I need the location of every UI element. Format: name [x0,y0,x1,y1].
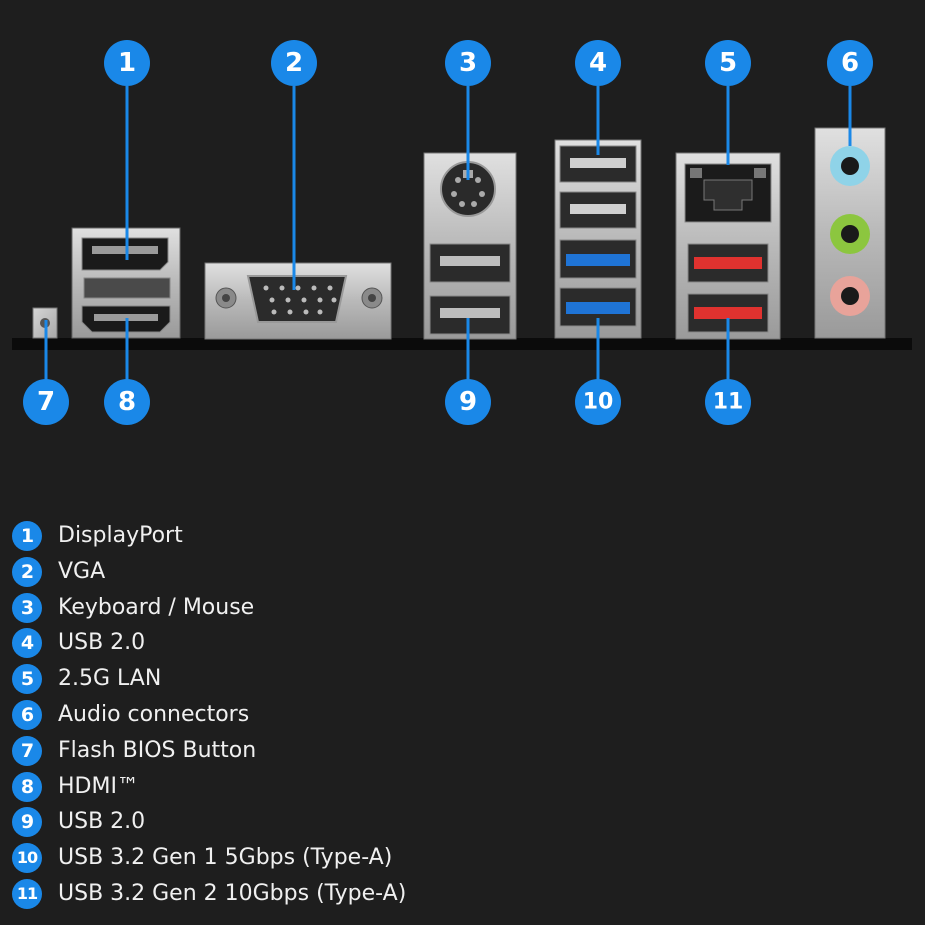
legend-item: 10 USB 3.2 Gen 1 5Gbps (Type-A) [12,842,912,878]
callout-3: 3 [445,40,491,86]
callout-8: 8 [104,379,150,425]
callout-1: 1 [104,40,150,86]
legend-item: 5 2.5G LAN [12,663,912,699]
callout-9: 9 [445,379,491,425]
legend-number-badge: 8 [12,771,42,802]
legend-label: DisplayPort [58,523,183,548]
legend-item: 9 USB 2.0 [12,806,912,842]
callout-10: 10 [575,379,621,425]
legend-item: 11 USB 3.2 Gen 2 10Gbps (Type-A) [12,878,912,914]
legend-label: VGA [58,558,106,584]
usb-stack-4-10 [554,139,642,339]
callout-9-number: 9 [459,387,477,417]
legend-label: USB 2.0 [58,630,146,656]
audio-connectors [814,127,886,339]
legend-label: USB 2.0 [58,809,146,835]
lan-usb-stack [675,152,781,340]
port-legend: 1 DisplayPort 2 VGA 3 Keyboard / Mouse 4… [12,520,912,914]
callout-6: 6 [827,40,873,86]
callout-8-number: 8 [118,387,136,417]
leader-lines [44,86,852,382]
legend-number-badge: 11 [12,878,42,909]
legend-number-badge: 3 [12,592,42,623]
io-panel-diagram: 1 2 3 4 5 6 7 8 9 10 11 [12,40,912,425]
callout-11-number: 11 [713,390,744,415]
legend-label: USB 3.2 Gen 2 10Gbps (Type-A) [58,880,407,906]
legend-item: 1 DisplayPort [12,520,912,556]
callout-2-number: 2 [285,48,303,78]
legend-number-badge: 7 [12,735,42,766]
ps2-usb-stack [423,152,517,340]
legend-item: 3 Keyboard / Mouse [12,592,912,628]
io-shield-edge [12,338,912,350]
legend-item: 6 Audio connectors [12,699,912,735]
callout-2: 2 [271,40,317,86]
legend-label: Flash BIOS Button [58,737,257,763]
legend-item: 8 HDMI™ [12,771,912,807]
callout-4: 4 [575,40,621,86]
callout-3-number: 3 [459,48,477,78]
legend-label: 2.5G LAN [58,666,162,692]
vga-port [204,262,392,340]
legend-label: HDMI™ [58,773,139,799]
callout-1-number: 1 [118,48,136,78]
legend-number-badge: 1 [12,521,42,551]
callout-6-number: 6 [841,48,859,78]
callout-11: 11 [705,379,751,425]
legend-label: Keyboard / Mouse [58,594,255,620]
legend-label: USB 3.2 Gen 1 5Gbps (Type-A) [58,845,393,871]
callout-5-number: 5 [719,48,737,78]
legend-number-badge: 4 [12,628,42,659]
callout-5: 5 [705,40,751,86]
callout-10-number: 10 [583,390,614,415]
legend-number-badge: 5 [12,664,42,695]
legend-number-badge: 9 [12,807,42,838]
callout-7: 7 [23,379,69,425]
callout-4-number: 4 [589,48,607,78]
legend-item: 2 VGA [12,556,912,592]
callout-7-number: 7 [37,387,55,417]
legend-item: 7 Flash BIOS Button [12,735,912,771]
legend-number-badge: 10 [12,843,42,874]
legend-number-badge: 6 [12,699,42,730]
legend-label: Audio connectors [58,701,250,727]
legend-item: 4 USB 2.0 [12,627,912,663]
legend-number-badge: 2 [12,556,42,587]
